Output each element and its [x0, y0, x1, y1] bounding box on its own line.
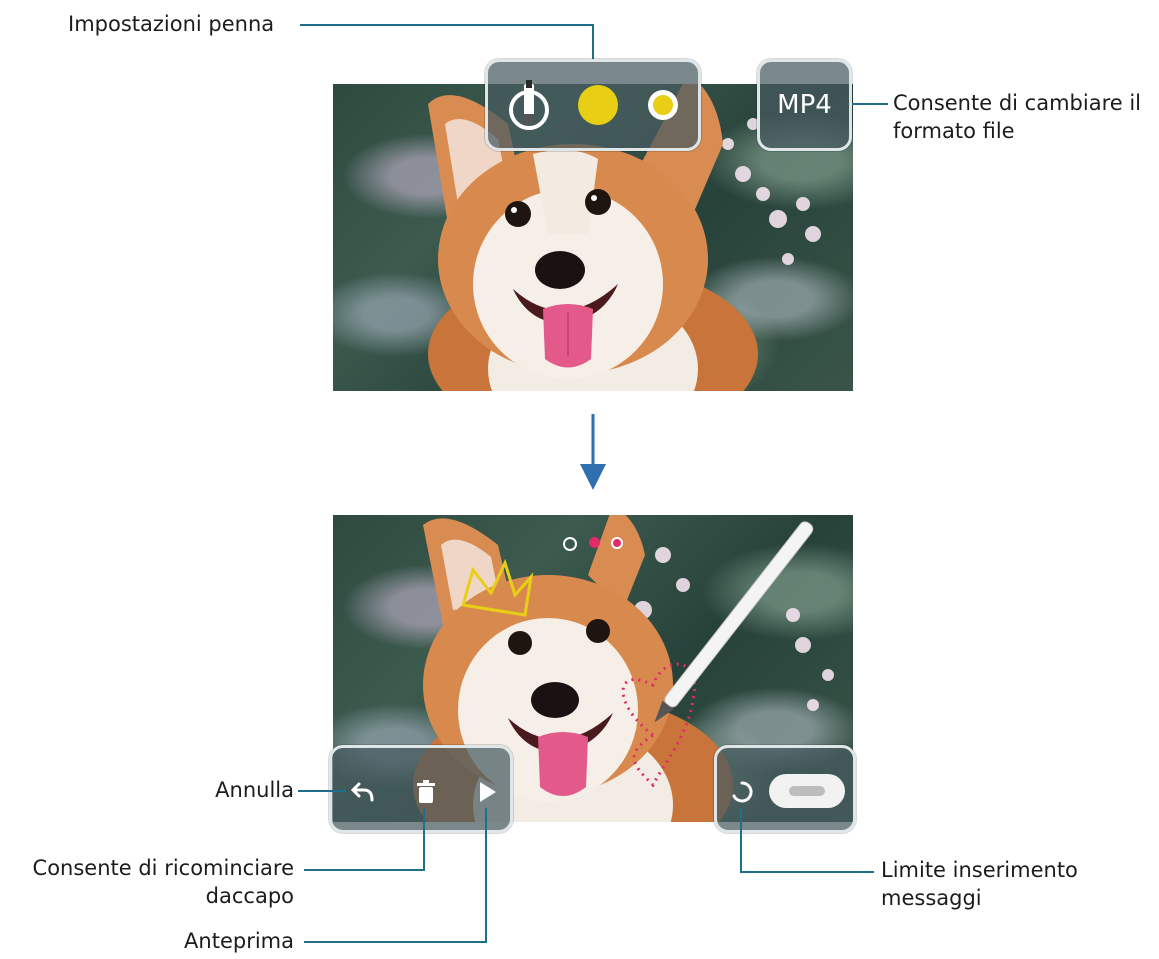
- corgi-illustration: [428, 84, 821, 391]
- mini-pen-icon[interactable]: [563, 537, 577, 551]
- pen-color-swatch-filled[interactable]: [578, 85, 618, 125]
- callout-file-format: Consente di cambiare il formato file: [893, 89, 1141, 145]
- callout-restart-line1: Consente di ricominciare: [32, 856, 294, 880]
- leader-line-preview-drop: [485, 808, 487, 942]
- leader-line-restart: [304, 869, 425, 871]
- mini-color-dot-selected[interactable]: [611, 537, 623, 549]
- down-arrow-icon: [580, 414, 606, 490]
- format-button[interactable]: MP4: [760, 62, 849, 148]
- pen-color-swatch-selected[interactable]: [648, 90, 678, 120]
- callout-undo: Annulla: [215, 778, 294, 802]
- leader-line-preview: [304, 941, 487, 943]
- callout-file-format-line1: Consente di cambiare il: [893, 91, 1142, 115]
- undo-icon[interactable]: [350, 780, 376, 804]
- callout-preview: Anteprima: [184, 929, 294, 953]
- pen-icon[interactable]: [506, 80, 552, 132]
- leader-line-pen-settings-drop: [592, 24, 594, 62]
- leader-line-limit: [740, 871, 874, 873]
- format-panel: MP4: [757, 59, 852, 151]
- callout-message-limit-line1: Limite inserimento: [881, 858, 1078, 882]
- trash-icon[interactable]: [416, 780, 436, 804]
- leader-line-pen-settings: [300, 24, 593, 26]
- corgi-illustration-edited: [413, 515, 834, 822]
- callout-message-limit: Limite inserimento messaggi: [881, 856, 1078, 912]
- callout-message-limit-line2: messaggi: [881, 886, 982, 910]
- action-panel: [329, 745, 513, 833]
- play-icon[interactable]: [478, 780, 498, 804]
- leader-line-limit-drop: [740, 808, 742, 872]
- message-panel: [714, 745, 856, 833]
- callout-restart-line2: daccapo: [205, 884, 294, 908]
- callout-pen-settings: Impostazioni penna: [68, 12, 275, 36]
- done-button-blurred-label: [789, 785, 825, 796]
- leader-line-undo: [298, 790, 346, 792]
- progress-ring-icon: [731, 781, 753, 803]
- done-button[interactable]: [769, 774, 845, 808]
- pen-settings-panel: [485, 59, 701, 151]
- callout-restart: Consente di ricominciare daccapo: [10, 854, 294, 910]
- callout-file-format-line2: formato file: [893, 119, 1015, 143]
- leader-line-file-format: [852, 103, 888, 105]
- mini-color-dot-filled[interactable]: [589, 537, 600, 548]
- leader-line-restart-drop: [423, 808, 425, 870]
